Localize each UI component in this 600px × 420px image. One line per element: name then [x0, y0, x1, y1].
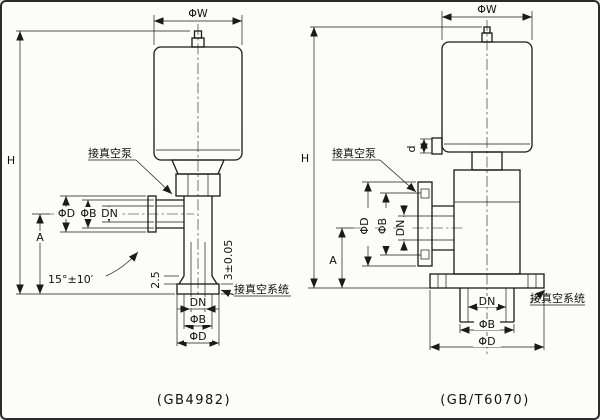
left-side-outer-dia-label: ΦD [58, 207, 75, 220]
right-bottom-mid-dia-label: ΦB [479, 318, 495, 331]
left-top-width-label: ΦW [188, 7, 208, 20]
left-pump-label: 接真空泵 [88, 146, 132, 160]
right-bottom-bore-label: DN [479, 295, 496, 308]
left-side-bore-label: DN [101, 207, 118, 220]
right-view: ΦW d H 接真空泵 ΦD ΦB DN A 接真空系统 DN ΦB ΦD (G… [301, 3, 585, 408]
right-valve-outline [417, 26, 545, 323]
left-offset-label: A [36, 231, 44, 244]
left-bottom-bore-label: DN [190, 296, 207, 309]
left-flange-thickness-label: 3±0.05 [222, 240, 235, 281]
right-height-label: H [301, 152, 309, 165]
left-bottom-outer-dia-label: ΦD [189, 330, 206, 343]
left-stud-nut [193, 30, 203, 39]
left-system-label: 接真空系统 [234, 282, 289, 296]
right-side-mid-dia-label: ΦB [376, 218, 389, 234]
left-caption: (GB4982) [157, 393, 231, 408]
right-offset-label: A [329, 254, 337, 267]
left-bottom-mid-dia-label: ΦB [190, 313, 206, 326]
right-bottom-flange [429, 273, 545, 289]
right-side-flange [417, 181, 433, 267]
right-stud-nut [483, 26, 491, 34]
left-side-flange [147, 195, 157, 233]
left-side-mid-dia-label: ΦB [80, 207, 96, 220]
left-taper [178, 275, 218, 285]
left-valve-outline [147, 30, 243, 295]
right-d-label: d [405, 146, 418, 153]
left-union-nut [175, 173, 221, 197]
right-side-boss [431, 137, 443, 155]
right-coil-body [441, 41, 533, 153]
right-labels: ΦW d H 接真空泵 ΦD ΦB DN A 接真空系统 DN ΦB ΦD (G… [301, 3, 585, 408]
left-labels: ΦW H 接真空泵 ΦD ΦB DN A 15°±10′ 2.5 3±0.05 … [7, 7, 289, 408]
left-bottom-flange [176, 283, 220, 295]
left-angle-label: 15°±10′ [48, 273, 94, 286]
left-view: ΦW H 接真空泵 ΦD ΦB DN A 15°±10′ 2.5 3±0.05 … [7, 7, 291, 408]
right-side-bore-label: DN [394, 220, 407, 237]
right-system-label: 接真空系统 [530, 291, 585, 305]
right-pump-label: 接真空泵 [332, 146, 376, 160]
right-bottom-outer-dia-label: ΦD [478, 335, 495, 348]
right-top-width-label: ΦW [477, 3, 497, 16]
left-taper-dim-label: 2.5 [149, 271, 162, 289]
right-caption: (GB/T6070) [440, 393, 530, 408]
right-side-outer-dia-label: ΦD [358, 217, 371, 234]
left-height-label: H [7, 154, 15, 167]
